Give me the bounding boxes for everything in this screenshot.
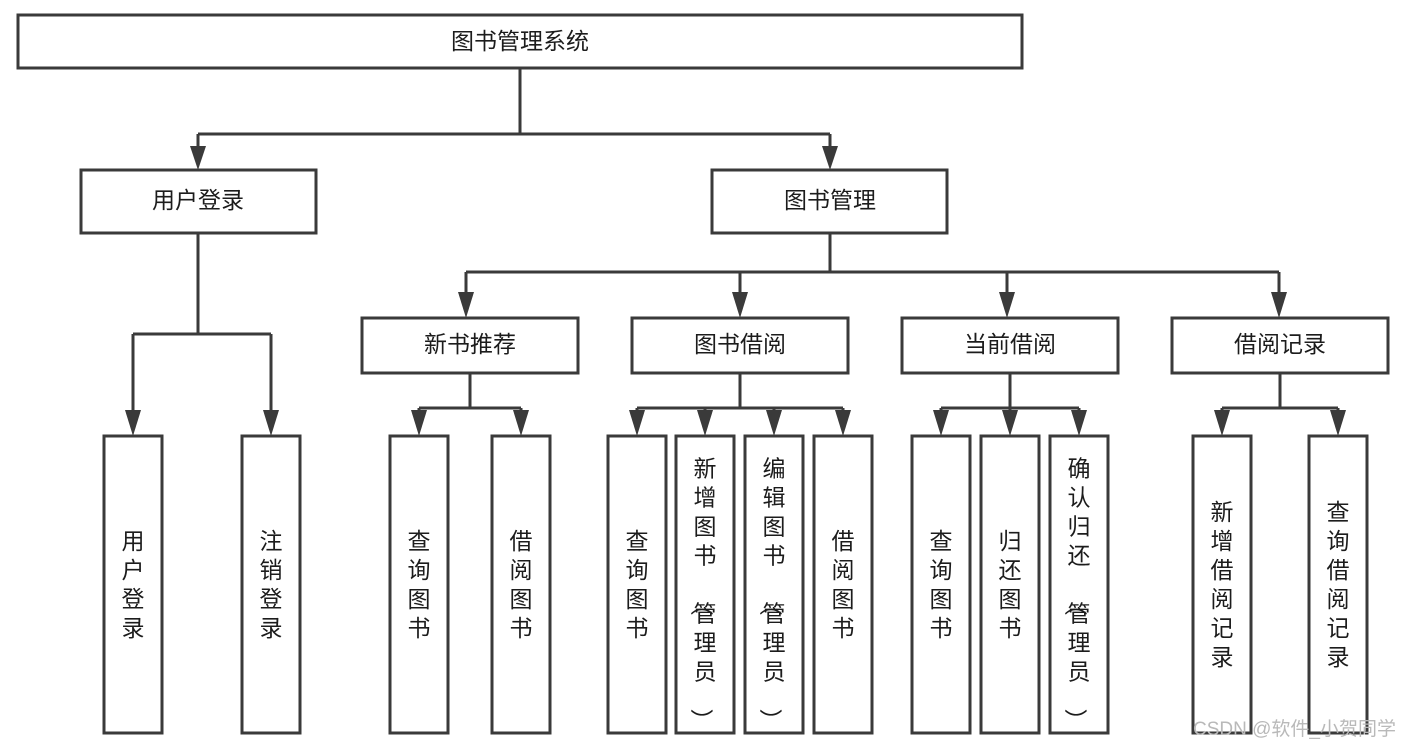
node-leaf-add-record-box[interactable] <box>1191 434 1253 735</box>
node-leaf-return-book[interactable]: 归还图书 <box>979 434 1041 735</box>
node-leaf-borrow-book-2-label: 借阅图书 <box>832 528 855 641</box>
node-current-borrow-label: 当前借阅 <box>964 331 1056 357</box>
node-book-manage[interactable]: 图书管理 <box>710 168 949 235</box>
node-book-manage-box[interactable] <box>710 168 949 235</box>
node-leaf-return-book-box[interactable] <box>979 434 1041 735</box>
connector-group-book-manage <box>458 233 1287 318</box>
arrow-head-leaf-add-book <box>697 410 713 436</box>
connector-group-new-book-recommend <box>411 373 529 436</box>
node-leaf-query-book-3-label: 查询图书 <box>930 528 953 641</box>
arrow-head-leaf-confirm-return <box>1071 410 1087 436</box>
node-leaf-user-login-box[interactable] <box>102 434 164 735</box>
node-leaf-user-logout-box[interactable] <box>240 434 302 735</box>
arrow-head-borrow-record <box>1271 292 1287 318</box>
node-root[interactable]: 图书管理系统 <box>16 13 1024 70</box>
node-leaf-add-book-label: 新增图书（管理员） <box>689 456 717 732</box>
node-leaf-confirm-return-label: 确认归还（管理员） <box>1063 456 1091 732</box>
watermark-label: CSDN @软件_小贺同学 <box>1193 718 1396 740</box>
node-user-login[interactable]: 用户登录 <box>79 168 318 235</box>
connector-group-book-borrow <box>629 373 851 436</box>
arrow-head-leaf-borrow-book-1 <box>513 410 529 436</box>
connector-group-user-login <box>125 233 279 436</box>
node-leaf-query-record[interactable]: 查询借阅记录 <box>1307 434 1369 735</box>
node-leaf-edit-book-box[interactable] <box>743 434 805 735</box>
node-root-label: 图书管理系统 <box>451 28 589 54</box>
node-leaf-query-record-label: 查询借阅记录 <box>1327 499 1350 670</box>
node-leaf-add-record-label: 新增借阅记录 <box>1211 499 1234 670</box>
node-book-borrow-box[interactable] <box>630 316 850 375</box>
node-root-box[interactable] <box>16 13 1024 70</box>
arrow-head-new-book-recommend <box>458 292 474 318</box>
node-leaf-user-logout[interactable]: 注销登录 <box>240 434 302 735</box>
node-user-login-box[interactable] <box>79 168 318 235</box>
node-leaf-add-record[interactable]: 新增借阅记录 <box>1191 434 1253 735</box>
arrow-head-book-borrow <box>732 292 748 318</box>
arrow-head-leaf-edit-book <box>766 410 782 436</box>
node-leaf-return-book-label: 归还图书 <box>999 528 1022 641</box>
arrow-head-leaf-query-book-1 <box>411 410 427 436</box>
node-book-borrow-label: 图书借阅 <box>694 331 786 357</box>
node-leaf-borrow-book-1-label: 借阅图书 <box>510 528 533 641</box>
node-current-borrow-box[interactable] <box>900 316 1120 375</box>
arrow-head-user-login <box>190 146 206 170</box>
connector-group-current-borrow <box>933 373 1087 436</box>
arrow-head-leaf-borrow-book-2 <box>835 410 851 436</box>
arrow-head-leaf-user-login <box>125 410 141 436</box>
connector-group-root <box>190 68 838 170</box>
arrow-head-leaf-query-book-3 <box>933 410 949 436</box>
node-leaf-user-login[interactable]: 用户登录 <box>102 434 164 735</box>
node-current-borrow[interactable]: 当前借阅 <box>900 316 1120 375</box>
node-leaf-edit-book[interactable]: 编辑图书（管理员） <box>743 434 805 735</box>
node-leaf-query-book-2-label: 查询图书 <box>626 528 649 641</box>
node-user-login-label: 用户登录 <box>152 187 244 213</box>
arrow-head-leaf-query-record <box>1330 410 1346 436</box>
arrow-head-current-borrow <box>999 292 1015 318</box>
node-leaf-query-book-2[interactable]: 查询图书 <box>606 434 668 735</box>
node-leaf-confirm-return-box[interactable] <box>1048 434 1110 735</box>
node-leaf-user-login-label: 用户登录 <box>122 528 145 641</box>
node-leaf-query-book-2-box[interactable] <box>606 434 668 735</box>
node-leaf-edit-book-label: 编辑图书（管理员） <box>758 456 786 732</box>
node-borrow-record-label: 借阅记录 <box>1234 331 1326 357</box>
node-book-borrow[interactable]: 图书借阅 <box>630 316 850 375</box>
node-leaf-borrow-book-1-box[interactable] <box>490 434 552 735</box>
node-leaf-user-logout-label: 注销登录 <box>260 528 283 641</box>
node-borrow-record[interactable]: 借阅记录 <box>1170 316 1390 375</box>
arrow-head-leaf-query-book-2 <box>629 410 645 436</box>
arrow-head-leaf-add-record <box>1214 410 1230 436</box>
node-leaf-query-book-1-box[interactable] <box>388 434 450 735</box>
node-leaf-query-book-3-box[interactable] <box>910 434 972 735</box>
arrow-head-leaf-return-book <box>1002 410 1018 436</box>
node-leaf-query-record-box[interactable] <box>1307 434 1369 735</box>
node-leaf-borrow-book-2-box[interactable] <box>812 434 874 735</box>
node-new-book-recommend-box[interactable] <box>360 316 580 375</box>
arrow-head-book-manage <box>822 146 838 170</box>
node-leaf-query-book-1[interactable]: 查询图书 <box>388 434 450 735</box>
node-leaf-add-book[interactable]: 新增图书（管理员） <box>674 434 736 735</box>
node-leaf-borrow-book-1[interactable]: 借阅图书 <box>490 434 552 735</box>
node-leaf-confirm-return[interactable]: 确认归还（管理员） <box>1048 434 1110 735</box>
node-new-book-recommend[interactable]: 新书推荐 <box>360 316 580 375</box>
node-leaf-query-book-1-label: 查询图书 <box>408 528 431 641</box>
node-new-book-recommend-label: 新书推荐 <box>424 331 516 357</box>
node-borrow-record-box[interactable] <box>1170 316 1390 375</box>
node-leaf-borrow-book-2[interactable]: 借阅图书 <box>812 434 874 735</box>
connector-group-borrow-record <box>1214 373 1346 436</box>
node-leaf-add-book-box[interactable] <box>674 434 736 735</box>
arrow-head-leaf-user-logout <box>263 410 279 436</box>
node-leaf-query-book-3[interactable]: 查询图书 <box>910 434 972 735</box>
node-book-manage-label: 图书管理 <box>784 187 876 213</box>
